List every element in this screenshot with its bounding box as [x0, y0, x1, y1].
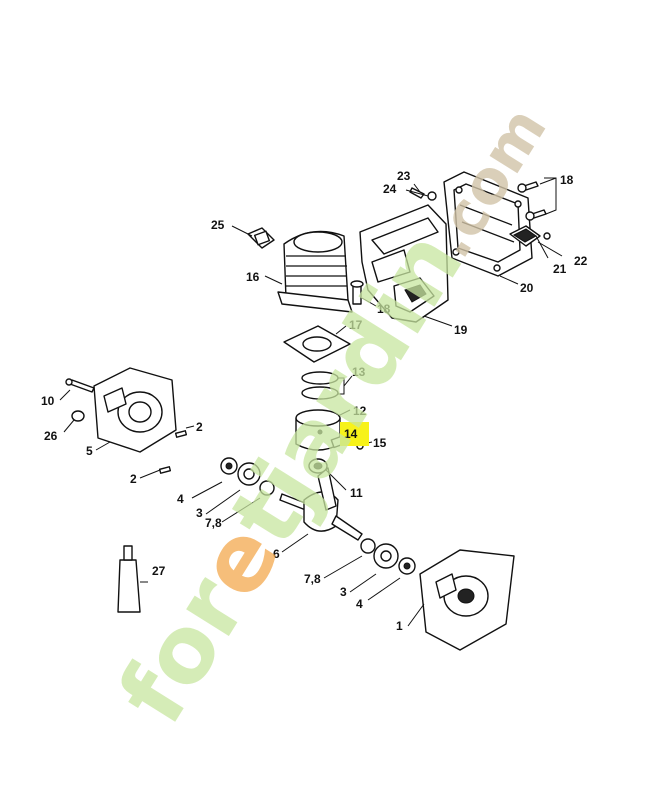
callout-5: 5: [86, 444, 93, 458]
highlight-box-14: [340, 422, 369, 446]
callout-3: 3: [196, 506, 203, 520]
callout-27: 27: [152, 564, 166, 578]
part-spark-arrestor: [509, 225, 551, 247]
callout-13: 13: [352, 365, 366, 379]
callout-2: 2: [130, 472, 137, 486]
callout-17: 17: [349, 318, 363, 332]
callout-16: 16: [246, 270, 260, 284]
callout-15: 15: [373, 436, 387, 450]
callout-23: 23: [397, 169, 411, 183]
callout-7-8: 7,8: [304, 572, 321, 586]
part-dowel-pins: [158, 430, 188, 474]
callout-7-8: 7,8: [205, 516, 222, 530]
callout-3: 3: [340, 585, 347, 599]
part-muffler-cover: [443, 171, 533, 277]
watermark-text-b: tjardin: [210, 213, 484, 563]
part-gasket: [283, 325, 351, 363]
part-piston-rings: [301, 371, 339, 400]
leader-lines: [59, 177, 563, 627]
part-crankcase-left: [93, 367, 177, 453]
callout-2: 2: [196, 420, 203, 434]
part-cylinder-screw: [350, 280, 364, 305]
callout-20: 20: [520, 281, 534, 295]
part-plug-26: [71, 410, 85, 422]
part-spark-plug: [247, 227, 275, 249]
callout-11: 11: [350, 486, 363, 500]
part-crankcase-right: [419, 549, 515, 651]
callout-26: 26: [44, 429, 58, 443]
callout-4: 4: [177, 492, 184, 506]
callout-1: 1: [396, 619, 403, 633]
callout-4: 4: [356, 597, 363, 611]
callout-6: 6: [273, 547, 280, 561]
callout-18: 18: [377, 302, 391, 316]
part-screw-23: [409, 187, 437, 201]
part-screw-10: [65, 378, 95, 393]
callout-12: 12: [353, 404, 367, 418]
part-cylinder: [277, 230, 353, 313]
callout-14: 14: [344, 427, 358, 441]
callout-21: 21: [553, 262, 567, 276]
part-screws-top: [517, 181, 547, 221]
part-bearings-right: [360, 538, 416, 575]
callouts: 1 2 2 3 3 4 4 5 6 7,8 7,8 10 11 12 13 14…: [41, 169, 588, 633]
callout-22: 22: [574, 254, 588, 268]
part-crankshaft: [279, 467, 363, 541]
part-muffler: [359, 204, 449, 323]
part-piston: [295, 409, 341, 451]
callout-18: 18: [560, 173, 574, 187]
callout-10: 10: [41, 394, 55, 408]
callout-25: 25: [211, 218, 225, 232]
callout-24: 24: [383, 182, 397, 196]
watermark-suffix: .com: [415, 95, 560, 270]
callout-19: 19: [454, 323, 468, 337]
part-sealant-tube: [117, 545, 141, 613]
part-bearings-left: [220, 457, 275, 496]
part-needle-bearing: [308, 458, 328, 474]
